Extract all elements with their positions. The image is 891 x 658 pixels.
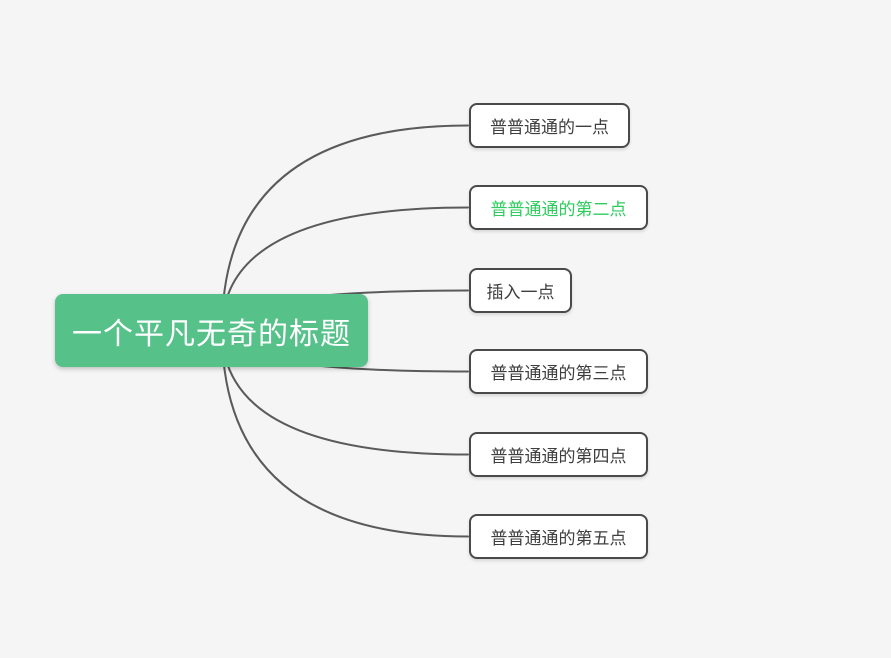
- child-node-label: 普普通通的第二点: [490, 200, 627, 219]
- mindmap-node-child-2[interactable]: 普普通通的第二点: [469, 185, 648, 230]
- mindmap-node-child-4[interactable]: 普普通通的第三点: [469, 349, 648, 394]
- mindmap-node-child-5[interactable]: 普普通通的第四点: [469, 432, 648, 477]
- child-node-label: 普普通通的第五点: [490, 529, 627, 548]
- mindmap-node-child-3[interactable]: 插入一点: [469, 268, 572, 313]
- child-node-label: 普普通通的第三点: [490, 364, 627, 383]
- child-node-label: 插入一点: [486, 283, 555, 302]
- child-node-label: 普普通通的一点: [490, 118, 609, 137]
- connector-curve-6: [221, 329, 469, 538]
- child-node-label: 普普通通的第四点: [490, 447, 627, 466]
- mindmap-node-child-6[interactable]: 普普通通的第五点: [469, 514, 648, 559]
- root-node-label: 一个平凡无奇的标题: [72, 317, 351, 351]
- mindmap-node-child-1[interactable]: 普普通通的一点: [469, 103, 630, 148]
- mindmap-node-root[interactable]: 一个平凡无奇的标题: [55, 294, 368, 367]
- connector-curve-1: [221, 124, 469, 331]
